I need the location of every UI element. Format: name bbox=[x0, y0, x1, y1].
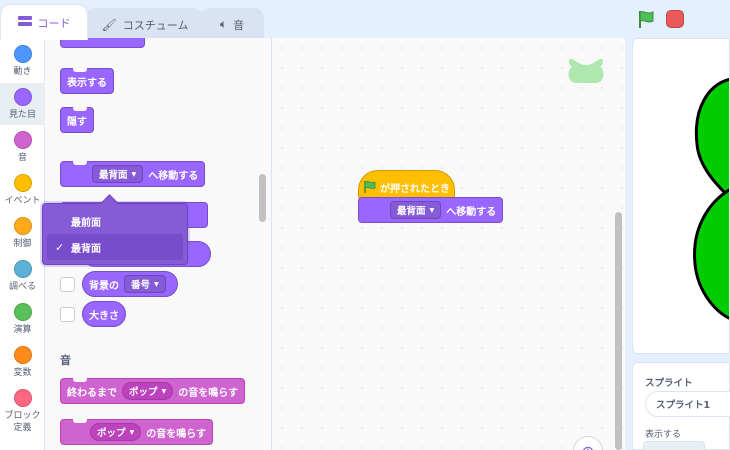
speaker-icon: 🔈︎ bbox=[219, 17, 228, 31]
sprite-label: スプライト bbox=[645, 378, 693, 389]
palette-block-start-sound[interactable]: ポップ▾ の音を鳴らす bbox=[60, 419, 214, 445]
variables-dot-icon bbox=[13, 346, 32, 364]
code-icon bbox=[17, 15, 32, 30]
dropdown-arrow-icon: ▾ bbox=[154, 278, 159, 290]
script-block-go-to-layer[interactable]: 最背面▾ へ移動する bbox=[358, 197, 504, 223]
category-looks[interactable]: 見た目 bbox=[0, 83, 45, 125]
script-block-when-flag-clicked[interactable]: が押されたとき bbox=[358, 170, 455, 200]
stage-sprite bbox=[693, 78, 729, 320]
palette-block-play-until-done[interactable]: 終わるまで ポップ▾ の音を鳴らす bbox=[60, 378, 246, 404]
category-sensing[interactable]: 調べる bbox=[0, 255, 45, 297]
category-events[interactable]: イベント bbox=[0, 169, 45, 211]
tab-code[interactable]: コード bbox=[0, 4, 88, 40]
category-variables[interactable]: 変数 bbox=[0, 341, 45, 383]
operators-dot-icon bbox=[13, 303, 32, 321]
palette-block-show[interactable]: 表示する bbox=[60, 68, 114, 94]
sensing-dot-icon bbox=[13, 260, 32, 278]
dropdown-arrow-icon: ▾ bbox=[161, 385, 167, 397]
category-sound[interactable]: 音 bbox=[0, 126, 45, 168]
dropdown-option-front[interactable]: 最前面 bbox=[71, 217, 101, 229]
palette-block-hide[interactable]: 隠す bbox=[60, 107, 94, 133]
palette-block-partial[interactable] bbox=[60, 38, 145, 48]
category-control[interactable]: 制御 bbox=[0, 212, 45, 254]
sound-section-title: 音 bbox=[60, 354, 71, 367]
checkmark-icon: ✓ bbox=[55, 240, 65, 254]
sound-dot-icon bbox=[13, 131, 32, 149]
size-checkbox[interactable] bbox=[60, 307, 75, 322]
looks-dot-icon bbox=[13, 88, 32, 106]
category-my-blocks[interactable]: ブロック定義 bbox=[0, 384, 45, 434]
dropdown-option-back[interactable]: ✓ 最背面 bbox=[47, 234, 183, 260]
category-motion[interactable]: 動き bbox=[0, 40, 45, 82]
palette-block-go-to-layer[interactable]: 最背面▾ へ移動する bbox=[60, 161, 206, 187]
dropdown-arrow-icon: ▾ bbox=[131, 168, 137, 180]
show-label: 表示する bbox=[645, 430, 682, 440]
layer-dropdown[interactable]: 最背面▾ bbox=[92, 165, 144, 183]
palette-block-backdrop-reporter[interactable]: 背景の 番号▾ bbox=[82, 271, 178, 297]
category-menu: 動き 見た目 音 イベント 制御 調べる 演算 変数 ブロック定義 bbox=[0, 38, 45, 450]
my-blocks-dot-icon bbox=[13, 389, 32, 407]
script-scrollbar[interactable] bbox=[615, 212, 622, 450]
events-dot-icon bbox=[13, 174, 32, 192]
palette-block-size-reporter[interactable]: 大きさ bbox=[82, 301, 126, 327]
dropdown-arrow-icon: ▾ bbox=[129, 426, 135, 438]
sprite-name-field[interactable]: スプライト1 bbox=[645, 391, 730, 417]
stage[interactable] bbox=[632, 38, 730, 354]
stop-icon[interactable] bbox=[666, 10, 684, 28]
sprite-info-pane: スプライト スプライト1 表示する bbox=[632, 362, 730, 450]
backdrop-checkbox[interactable] bbox=[60, 277, 75, 292]
tab-costumes[interactable]: 🖌︎ コスチューム bbox=[86, 8, 204, 40]
sound-dropdown[interactable]: ポップ▾ bbox=[122, 382, 174, 400]
dropdown-arrow-icon: ▾ bbox=[429, 204, 435, 216]
script-layer-dropdown[interactable]: 最背面▾ bbox=[390, 201, 442, 219]
green-flag-icon[interactable] bbox=[636, 9, 656, 29]
show-toggle[interactable] bbox=[643, 441, 705, 450]
motion-dot-icon bbox=[13, 45, 32, 63]
control-dot-icon bbox=[13, 217, 32, 235]
backdrop-dropdown[interactable]: 番号▾ bbox=[124, 275, 166, 293]
layer-dropdown-menu: 最前面 ✓ 最背面 bbox=[42, 203, 188, 265]
green-flag-icon bbox=[364, 181, 376, 193]
brush-icon: 🖌︎ bbox=[101, 17, 117, 32]
tab-sounds[interactable]: 🔈︎ 音 bbox=[200, 8, 264, 40]
palette-scrollbar[interactable] bbox=[259, 174, 266, 222]
editor-tab-bar: 🔈︎ 音 🖌︎ コスチューム コード bbox=[0, 0, 630, 40]
sprite-thumbnail-icon bbox=[568, 58, 604, 83]
sound-dropdown[interactable]: ポップ▾ bbox=[90, 423, 142, 441]
category-operators[interactable]: 演算 bbox=[0, 298, 45, 340]
script-area[interactable] bbox=[272, 38, 625, 450]
